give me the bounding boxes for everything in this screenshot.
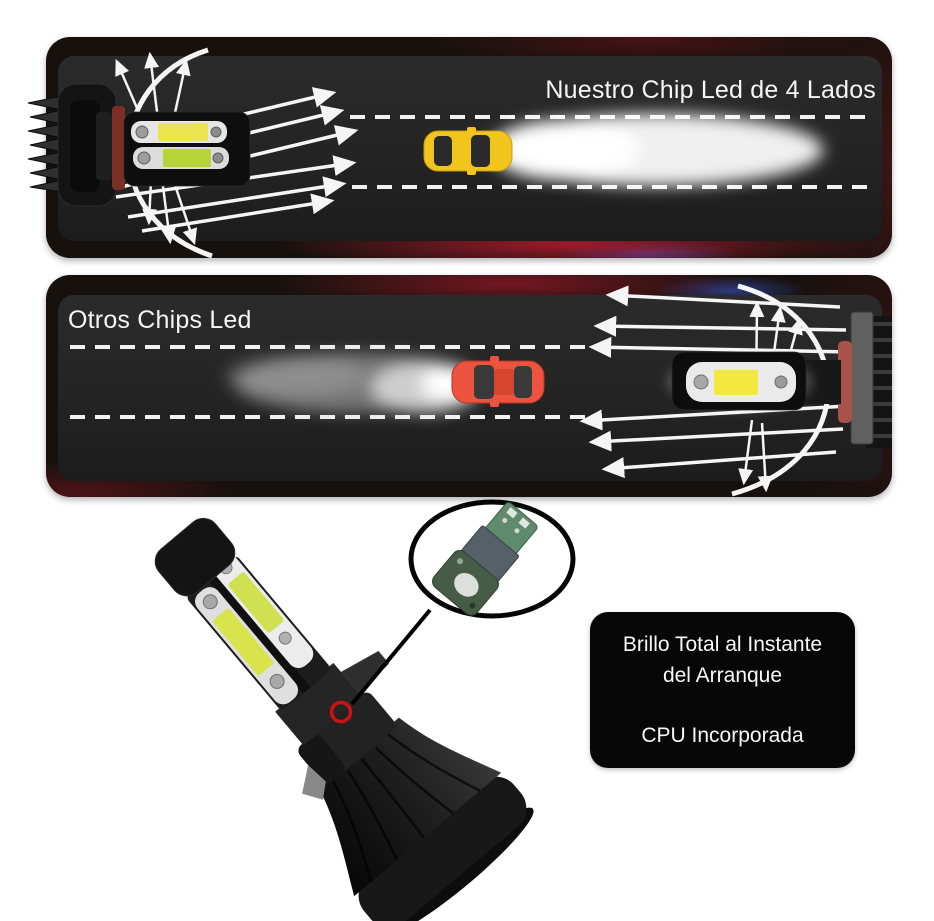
callout-line-1: Brillo Total al Instante [622, 633, 823, 656]
cpu-location-marker [329, 700, 353, 724]
our-chip-panel-title: Nuestro Chip Led de 4 Lados [545, 76, 876, 104]
callout-line-3: CPU Incorporada [641, 724, 804, 747]
magnifier-pointer-line [350, 608, 432, 706]
other-chips-panel-title: Otros Chips Led [68, 306, 252, 334]
callout-line-2: del Arranque [662, 664, 783, 687]
magnifier-callout [350, 499, 576, 706]
product-photo-bulb [154, 517, 534, 921]
our-chip-panel [46, 37, 892, 258]
feature-callout-box: Brillo Total al Instante del Arranque CP… [590, 612, 855, 768]
cpu-chip-icon [432, 502, 538, 616]
